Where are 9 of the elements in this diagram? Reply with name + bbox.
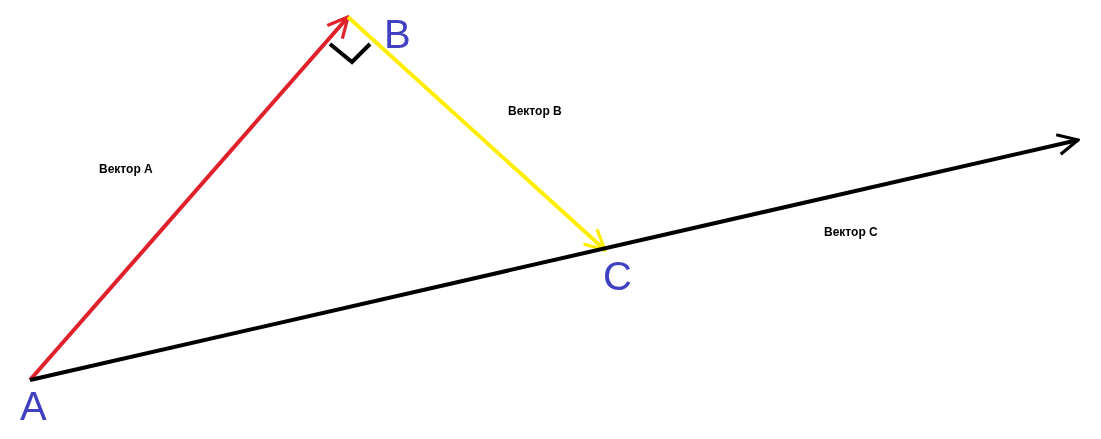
arrow xyxy=(346,15,607,252)
arrow xyxy=(28,15,350,382)
point-label: C xyxy=(603,256,632,296)
arrow xyxy=(29,133,1080,382)
point-label: B xyxy=(384,14,411,54)
point-label: A xyxy=(20,386,47,426)
edge-label: Вектор C xyxy=(822,224,880,240)
edge-label: Вектор B xyxy=(506,103,564,119)
edge-label: Вектор A xyxy=(97,161,155,177)
